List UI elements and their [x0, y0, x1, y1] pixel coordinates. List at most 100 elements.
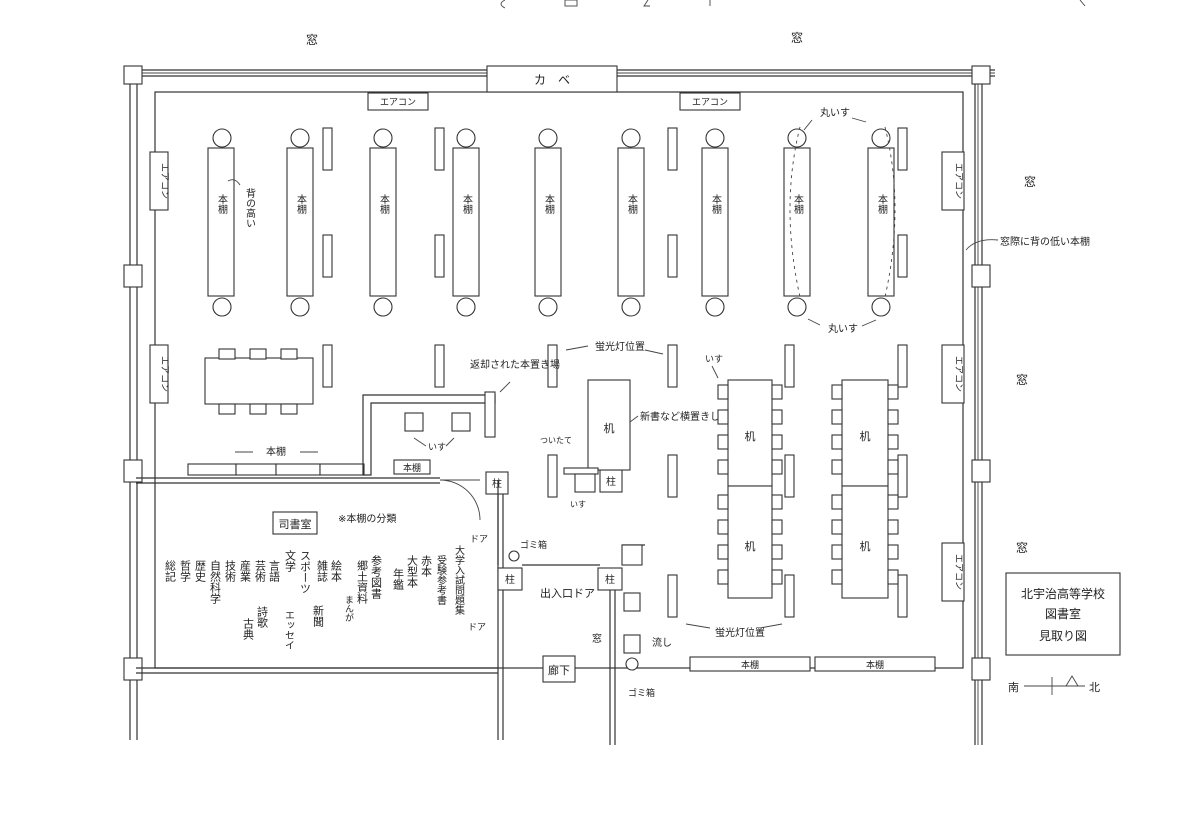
shelf-unit: 本棚 — [369, 128, 397, 317]
svg-text:古典: 古典 — [242, 618, 255, 641]
title-block: 北宇治高等学校 図書室 見取り図 — [1005, 572, 1121, 656]
pillar-label: 柱 — [605, 573, 615, 586]
svg-text:技術: 技術 — [224, 560, 237, 582]
window-shelves-note: 窓際に背の低い本棚 — [1000, 235, 1090, 248]
svg-text:本棚: 本棚 — [876, 193, 888, 215]
svg-text:まんが: まんが — [343, 595, 354, 622]
partition-label: ついたて — [540, 436, 572, 445]
svg-text:参考図書: 参考図書 — [370, 554, 383, 600]
svg-text:芸術: 芸術 — [254, 560, 267, 582]
study-desks: 机 机 机 机 いす 蛍光灯位置 — [685, 354, 899, 639]
svg-text:本棚: 本棚 — [710, 193, 722, 215]
shelf-unit: 本棚 — [783, 128, 811, 317]
shelf-label: 本棚 — [266, 445, 286, 458]
svg-text:言語: 言語 — [268, 560, 281, 583]
window-label: 窓 — [592, 632, 602, 645]
returned-books-label: 返却された本置き場 — [470, 358, 560, 371]
aircon-label: エアコン — [953, 554, 963, 590]
svg-text:赤本: 赤本 — [420, 555, 433, 578]
compass-north: 北 — [1089, 681, 1100, 694]
svg-text:本棚: 本棚 — [378, 193, 390, 215]
svg-text:新聞: 新聞 — [312, 604, 325, 628]
svg-text:受験参考書: 受験参考書 — [435, 555, 447, 605]
svg-text:本棚: 本棚 — [626, 193, 638, 215]
shelf-unit: 本棚 — [207, 128, 235, 317]
pillar-label: 柱 — [492, 477, 502, 490]
shelf-unit: 本棚 — [286, 128, 314, 317]
shelf-unit: 本棚 — [452, 128, 480, 317]
school-name: 北宇治高等学校 — [1021, 586, 1105, 601]
shelf-label: 本棚 — [741, 659, 759, 671]
svg-text:エッセイ: エッセイ — [283, 610, 295, 650]
entrance-label: 出入口ドア — [540, 586, 595, 600]
svg-text:本棚: 本棚 — [543, 193, 555, 215]
compass-south: 南 — [1008, 681, 1019, 694]
window-label: 窓 — [1016, 540, 1028, 555]
fluorescent-label: 蛍光灯位置 — [595, 340, 645, 353]
classification-title: ※本棚の分類 — [338, 512, 396, 525]
svg-text:郷土資料: 郷土資料 — [356, 559, 369, 605]
pillars: 柱 柱 柱 柱 — [485, 469, 623, 591]
svg-text:文学: 文学 — [284, 549, 297, 572]
shelf-label: 本棚 — [866, 659, 884, 671]
window-label: 窓 — [1016, 372, 1028, 387]
shelf-unit: 本棚 — [617, 128, 645, 317]
round-chairs-label: 丸いす — [828, 322, 858, 335]
bottom-shelves: 本棚 本棚 — [689, 656, 936, 672]
shelf-unit: 本棚 — [701, 128, 729, 317]
door-label: ドア — [468, 623, 486, 633]
librarian-room-walls — [136, 477, 504, 740]
svg-text:本棚: 本棚 — [295, 193, 307, 215]
plan-type: 見取り図 — [1039, 629, 1087, 643]
chair-label: いす — [570, 500, 586, 509]
aircon-label: エアコン — [159, 356, 169, 392]
desk-label: 机 — [860, 429, 871, 443]
svg-text:大型本: 大型本 — [406, 554, 419, 589]
svg-text:年鑑: 年鑑 — [392, 567, 405, 590]
svg-text:自然科学: 自然科学 — [209, 560, 222, 604]
svg-text:本棚: 本棚 — [792, 193, 804, 215]
trash-label: ゴミ箱 — [520, 539, 547, 551]
chair-label: いす — [428, 442, 446, 453]
desk-label: 机 — [860, 539, 871, 553]
desk-label: 机 — [745, 539, 756, 553]
window-label: 窓 — [1024, 174, 1036, 189]
librarian-room: 司書室 ※本棚の分類 総記 哲学 歴史 自然科学 技術 産業 芸術 言語 文学 … — [164, 511, 465, 650]
svg-text:本棚: 本棚 — [461, 193, 473, 215]
svg-text:本棚: 本棚 — [216, 193, 228, 215]
wall-label: カ ベ — [534, 73, 570, 87]
librarian-room-label: 司書室 — [279, 517, 312, 531]
aircon-label: エアコン — [953, 356, 963, 392]
window-label: 窓 — [791, 30, 803, 45]
shelf-unit: 本棚 — [867, 128, 895, 317]
entrance-area: ゴミ箱 ゴミ箱 ドア ドア 出入口ドア 流し 窓 廊下 — [468, 480, 672, 745]
svg-text:絵本: 絵本 — [330, 559, 343, 583]
aircon-label: エアコン — [159, 163, 169, 199]
fluorescent-label: 蛍光灯位置 — [715, 626, 765, 639]
top-edge-marks — [500, 0, 1086, 9]
shelf-label: 本棚 — [403, 462, 421, 474]
return-counter: 本棚 いす 返却された本置き場 — [362, 358, 560, 476]
svg-text:総記: 総記 — [164, 559, 177, 583]
sink-label: 流し — [652, 636, 672, 649]
desk-label: 机 — [604, 421, 615, 435]
aircon-label: エアコン — [953, 163, 963, 199]
category-list: 総記 哲学 歴史 自然科学 技術 産業 芸術 言語 文学 スポーツ 雑誌 絵本 … — [164, 544, 465, 650]
aircon-label: エアコン — [380, 98, 416, 108]
outer-walls: カ ベ — [123, 65, 995, 745]
svg-text:詩歌: 詩歌 — [256, 606, 269, 629]
annotations: 背の高い 丸いす 丸いす 窓際に背の低い本棚 — [227, 106, 1090, 335]
wall-block — [486, 65, 618, 93]
round-chairs-label: 丸いす — [820, 106, 850, 119]
pillar-label: 柱 — [505, 573, 515, 586]
tall-shelves: 本棚 本棚 本棚 本棚 本棚 本棚 本棚 本棚 本棚 — [207, 128, 895, 317]
low-shelf-bars — [322, 127, 908, 618]
svg-text:雑誌: 雑誌 — [316, 559, 329, 582]
back-to-back-note: 背の高い — [244, 187, 256, 228]
desk-label: 机 — [745, 429, 756, 443]
svg-text:歴史: 歴史 — [194, 560, 207, 583]
svg-text:哲学: 哲学 — [179, 560, 192, 582]
corridor-label: 廊下 — [548, 663, 570, 677]
chair-label: いす — [705, 354, 723, 365]
